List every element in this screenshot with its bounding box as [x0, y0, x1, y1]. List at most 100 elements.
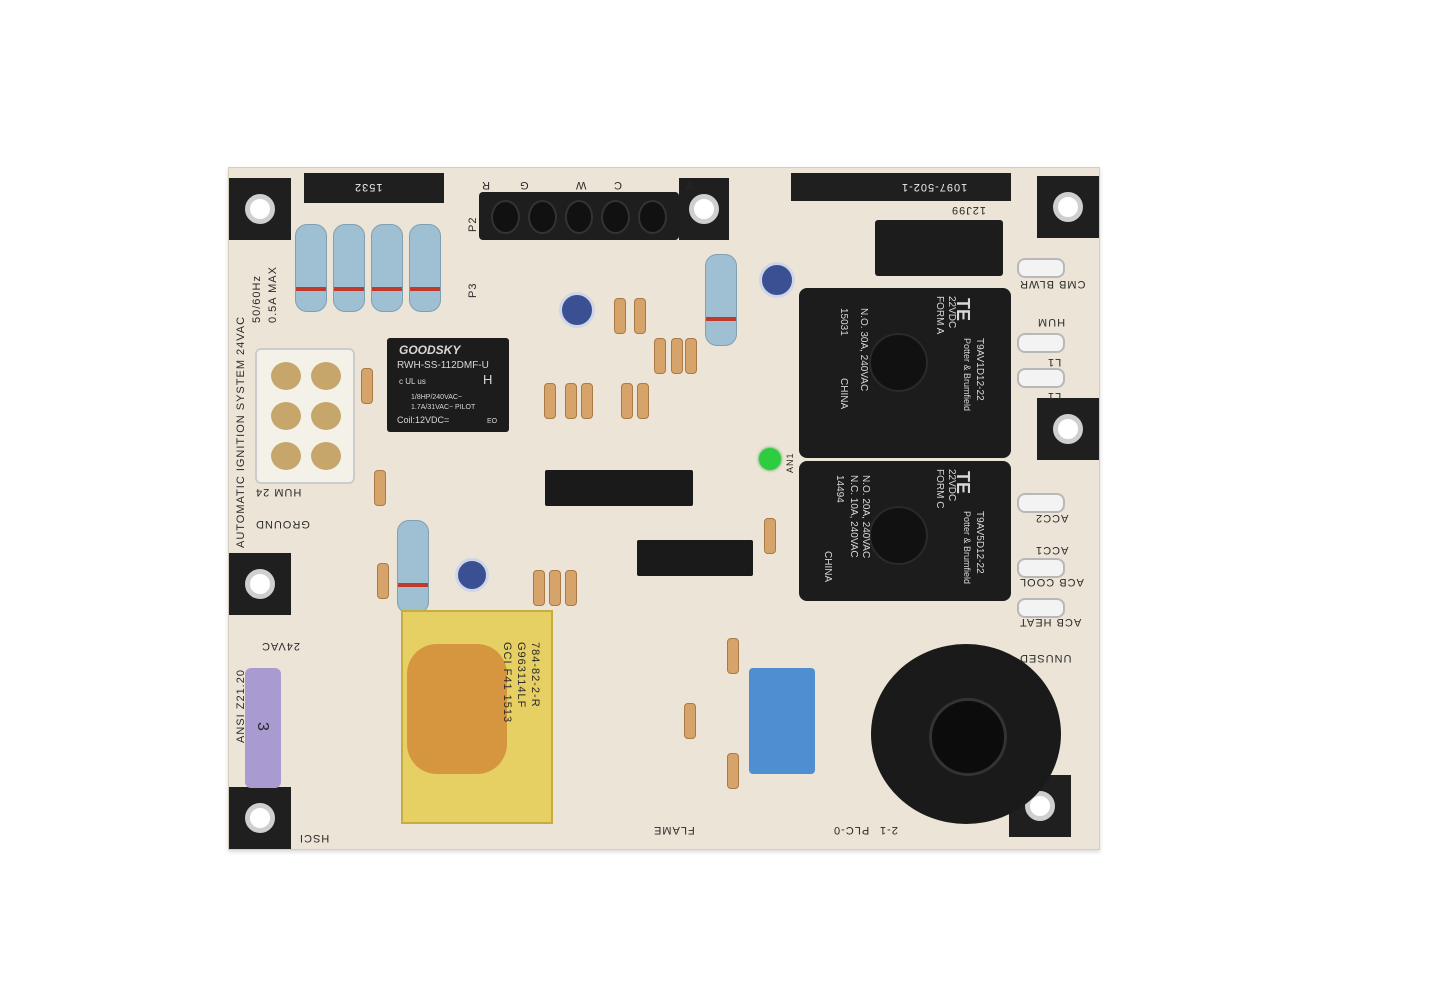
label-unused: UNUSED	[1019, 652, 1072, 664]
relay-k2	[875, 220, 1003, 276]
ic-u2	[637, 540, 753, 576]
relay-maker: Potter & Brumfield	[962, 511, 972, 585]
relay-rating-pilot: 1.7A/31VAC~ PILOT	[411, 404, 476, 411]
pin-label-g: G	[519, 179, 529, 191]
terminal-l1[interactable]	[1017, 368, 1065, 388]
mount-pad	[1037, 176, 1099, 238]
terminal-hum[interactable]	[1017, 333, 1065, 353]
label-hsci: HSCI	[299, 832, 330, 844]
resistor	[764, 518, 776, 554]
label-acc2: ACC2	[1035, 512, 1069, 524]
resistor	[621, 383, 633, 419]
terminal-acb-heat[interactable]	[1017, 598, 1065, 618]
circuit-board: 1532 1097-502-1 12J99 AUTOMATIC IGNITION…	[228, 167, 1100, 850]
resistor-r6	[409, 224, 441, 312]
resistor	[581, 383, 593, 419]
relay-lot: 15031	[838, 308, 849, 336]
relay-k3: TE T9AV1D12-22 Potter & Brumfield 22VDC …	[799, 288, 1011, 458]
te-logo: TE	[953, 471, 973, 495]
relay-coil-cap	[869, 333, 928, 392]
label-2-1: 2-1	[879, 824, 898, 836]
resistor	[671, 338, 683, 374]
resistor-r1	[397, 520, 429, 614]
label-24vac: 24VAC	[261, 640, 301, 652]
resistor	[544, 383, 556, 419]
resistor	[565, 383, 577, 419]
relay-form: FORM A	[934, 296, 945, 335]
mount-pad	[229, 178, 291, 240]
relay-origin: CHINA	[838, 378, 849, 410]
status-led	[759, 448, 781, 470]
resistor-r9	[705, 254, 737, 346]
part-number: 1097-502-1	[901, 181, 968, 193]
pin-label-r: R	[481, 179, 490, 191]
frequency-label: 50/60Hz	[251, 275, 263, 323]
resistor	[685, 338, 697, 374]
relay-grade: H	[483, 372, 493, 387]
resistor	[634, 298, 646, 334]
igniter-connector[interactable]	[871, 644, 1061, 824]
relay-coil-cap	[869, 506, 928, 565]
film-capacitor	[749, 668, 815, 774]
resistor-r8	[295, 224, 327, 312]
transformer-coil	[407, 644, 507, 774]
transformer: 784-82-2-R G963114LF GCI F41 1513	[401, 610, 553, 824]
te-logo: TE	[953, 298, 973, 322]
label-acc1: ACC1	[1035, 544, 1069, 556]
relay-brand: GOODSKY	[399, 343, 461, 357]
thermostat-connector[interactable]	[479, 192, 679, 240]
resistor	[533, 570, 545, 606]
current-label: 0.5A MAX	[267, 266, 279, 323]
resistor	[727, 638, 739, 674]
resistor-r5	[333, 224, 365, 312]
transformer-part: 784-82-2-R	[529, 642, 541, 708]
transformer-lot: GCI F41 1513	[501, 642, 513, 724]
resistor	[361, 368, 373, 404]
resistor	[684, 703, 696, 739]
label-flame: FLAME	[653, 824, 695, 836]
mount-pad	[679, 178, 729, 240]
relay-voltage: 22VDC	[946, 296, 957, 329]
molex-connector[interactable]	[255, 348, 355, 484]
fuse[interactable]: 3	[245, 668, 281, 788]
mount-pad	[229, 553, 291, 615]
ic-u1	[545, 470, 693, 506]
relay-form: FORM C	[934, 469, 945, 509]
label-ground: GROUND	[255, 518, 310, 530]
relay-k4: TE T9AV5D12-22 Potter & Brumfield 22VDC …	[799, 461, 1011, 601]
relay-rating: 1/8HP/240VAC~	[411, 394, 463, 401]
terminal-acc2[interactable]	[1017, 493, 1065, 513]
fuse-rating: 3	[253, 722, 271, 732]
relay-voltage: 22VDC	[946, 469, 957, 502]
transformer-code: G963114LF	[515, 642, 527, 709]
connector-p3-label: P3	[467, 282, 479, 298]
terminal-acb-cool[interactable]	[1017, 558, 1065, 578]
relay-rating: N.O. 20A, 240VAC	[860, 475, 871, 559]
terminal-cmb-blwr[interactable]	[1017, 258, 1065, 278]
relay-maker: Potter & Brumfield	[962, 338, 972, 412]
resistor	[565, 570, 577, 606]
relay-origin: CHINA	[822, 551, 833, 583]
label-l1-2: L1	[1047, 390, 1062, 402]
resistor	[637, 383, 649, 419]
label-plc0: PLC-0	[833, 824, 870, 836]
relay-rating: N.O. 30A, 240VAC	[858, 308, 869, 392]
label-acb-cool: ACB COOL	[1019, 576, 1084, 588]
label-hum: HUM	[1037, 316, 1066, 328]
capacitor	[455, 558, 489, 592]
resistor	[727, 753, 739, 789]
board-code: 1532	[354, 181, 383, 193]
led-label: AN1	[785, 452, 795, 473]
resistor	[374, 470, 386, 506]
relay-coil: Coil:12VDC=	[397, 415, 450, 425]
relay-cert: c UL us	[399, 377, 426, 386]
relay-code: EO	[487, 418, 498, 425]
relay-rating-nc: N.C. 10A, 240VAC	[848, 475, 859, 558]
label-l1: L1	[1047, 356, 1062, 368]
label-hum24: HUM 24	[255, 486, 302, 498]
capacitor	[559, 292, 595, 328]
silk-bar: 1097-502-1	[791, 173, 1011, 201]
relay-model: RWH-SS-112DMF-U	[397, 360, 489, 371]
label-cmb-blwr: CMB BLWR	[1019, 278, 1086, 290]
resistor-r7	[371, 224, 403, 312]
